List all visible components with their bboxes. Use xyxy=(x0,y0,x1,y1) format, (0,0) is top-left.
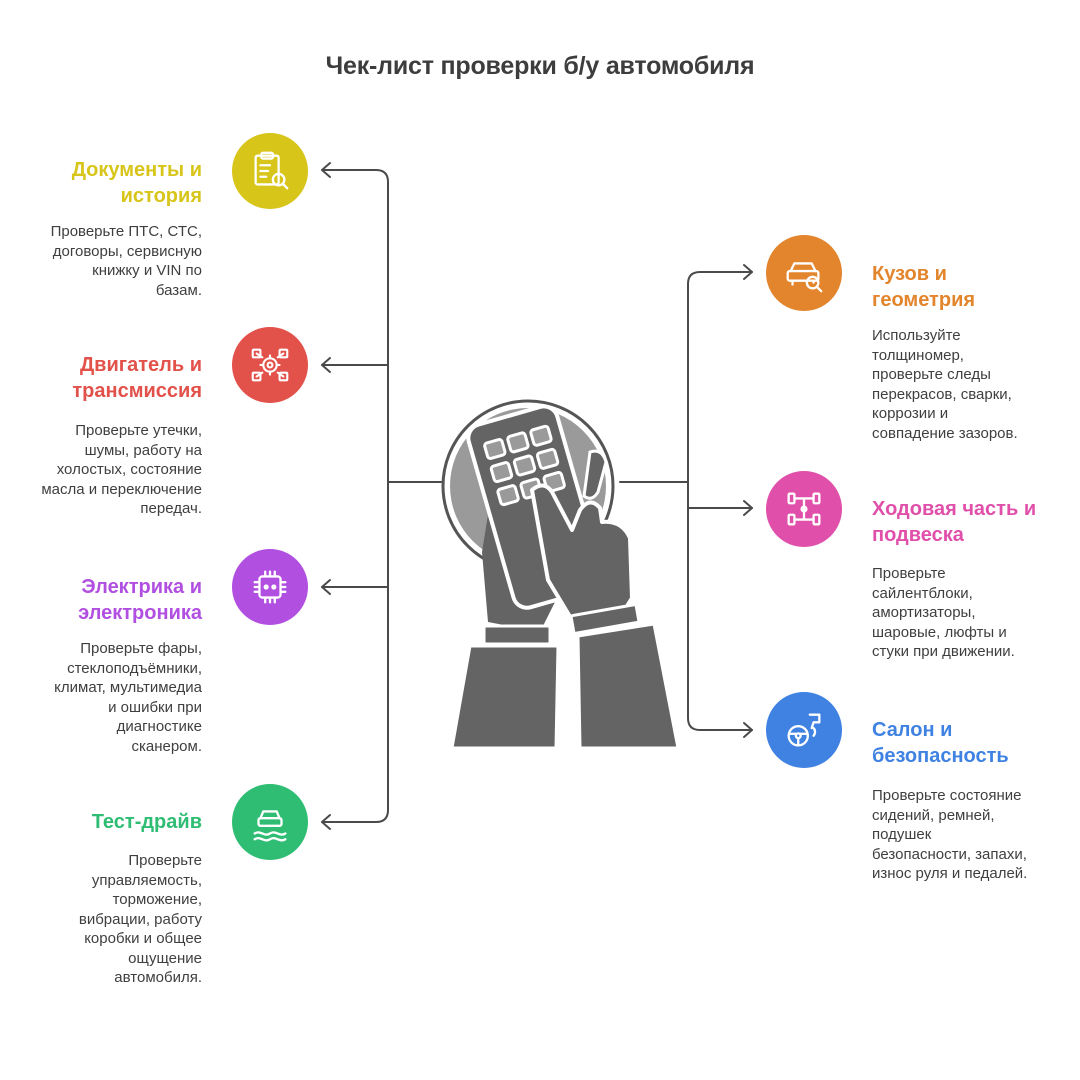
docs-icon-circle xyxy=(232,133,308,209)
hand-calculator-illustration xyxy=(441,399,680,750)
testdrive-heading: Тест-драйв xyxy=(91,811,202,833)
electric-description: Проверьте фары,стеклоподъёмники,климат, … xyxy=(54,640,202,755)
chassis-icon xyxy=(787,492,821,526)
arrow-engine xyxy=(321,357,331,373)
arrow-body xyxy=(743,264,753,280)
interior-icon-circle xyxy=(766,692,842,768)
body-icon-circle xyxy=(766,235,842,311)
testdrive-icon-circle xyxy=(232,784,308,860)
document-search-icon xyxy=(254,151,289,190)
chassis-icon-circle xyxy=(766,471,842,547)
arrow-chassis xyxy=(743,500,753,516)
arrow-testdrive xyxy=(321,814,331,830)
engine-icon-circle xyxy=(232,327,308,403)
steering-wheel-icon xyxy=(787,713,821,747)
car-road-icon xyxy=(253,810,287,842)
arrow-docs xyxy=(321,162,331,178)
page-title: Чек-лист проверки б/у автомобиля xyxy=(325,52,755,80)
arrow-electric xyxy=(321,579,331,595)
left-trunk-line xyxy=(321,169,389,823)
car-search-icon xyxy=(786,262,823,293)
right-trunk-line xyxy=(687,271,753,731)
electric-icon-circle xyxy=(232,549,308,625)
arrow-interior xyxy=(743,722,753,738)
engine-icon xyxy=(251,348,289,382)
chip-icon xyxy=(253,570,287,604)
